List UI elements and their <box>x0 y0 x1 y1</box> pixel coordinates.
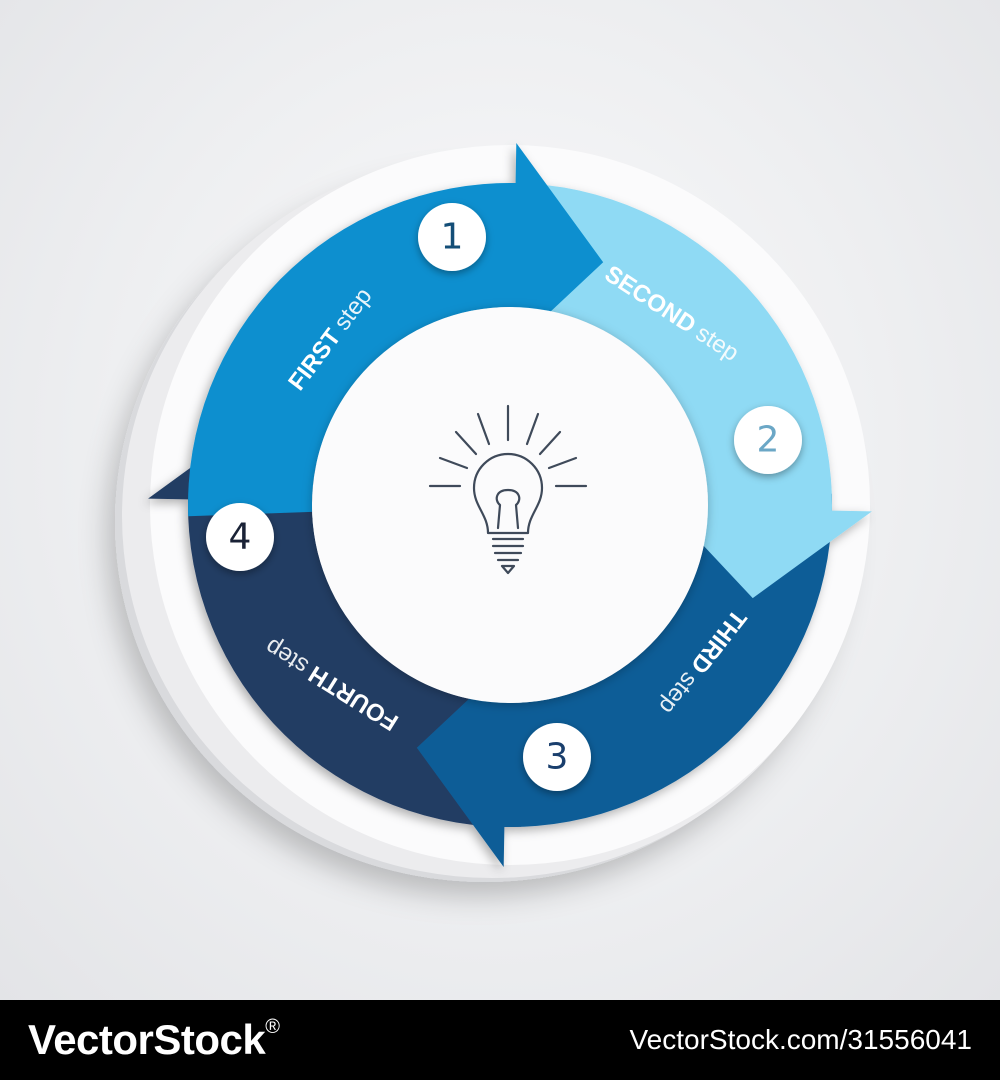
step-2-arrow-segment <box>498 183 872 599</box>
step-4-number: 4 <box>229 517 252 558</box>
step-3-arrow-segment <box>416 493 832 867</box>
registered-mark: ® <box>265 1016 281 1038</box>
step-1-badge: 1 <box>418 203 486 271</box>
step-3-number: 3 <box>546 737 569 778</box>
brand-logo: VectorStock® <box>28 1016 280 1064</box>
step-4-badge: 4 <box>206 503 274 571</box>
inner-circle <box>312 307 708 703</box>
step-2-badge: 2 <box>734 406 802 474</box>
brand-name: VectorStock <box>28 1016 266 1063</box>
step-1-number: 1 <box>441 217 464 258</box>
step-1-arrow-segment <box>188 143 604 517</box>
cycle-diagram: FIRSTstep SECONDstep THIRDstep FOURTHste… <box>115 143 872 882</box>
watermark-footer: VectorStock® VectorStock.com/31556041 <box>0 1000 1000 1080</box>
step-2-number: 2 <box>757 420 780 461</box>
canvas-background: FIRSTstep SECONDstep THIRDstep FOURTHste… <box>0 0 1000 1000</box>
lightbulb-icon <box>428 404 588 575</box>
image-id: VectorStock.com/31556041 <box>629 1024 972 1055</box>
step-3-badge: 3 <box>523 723 591 791</box>
